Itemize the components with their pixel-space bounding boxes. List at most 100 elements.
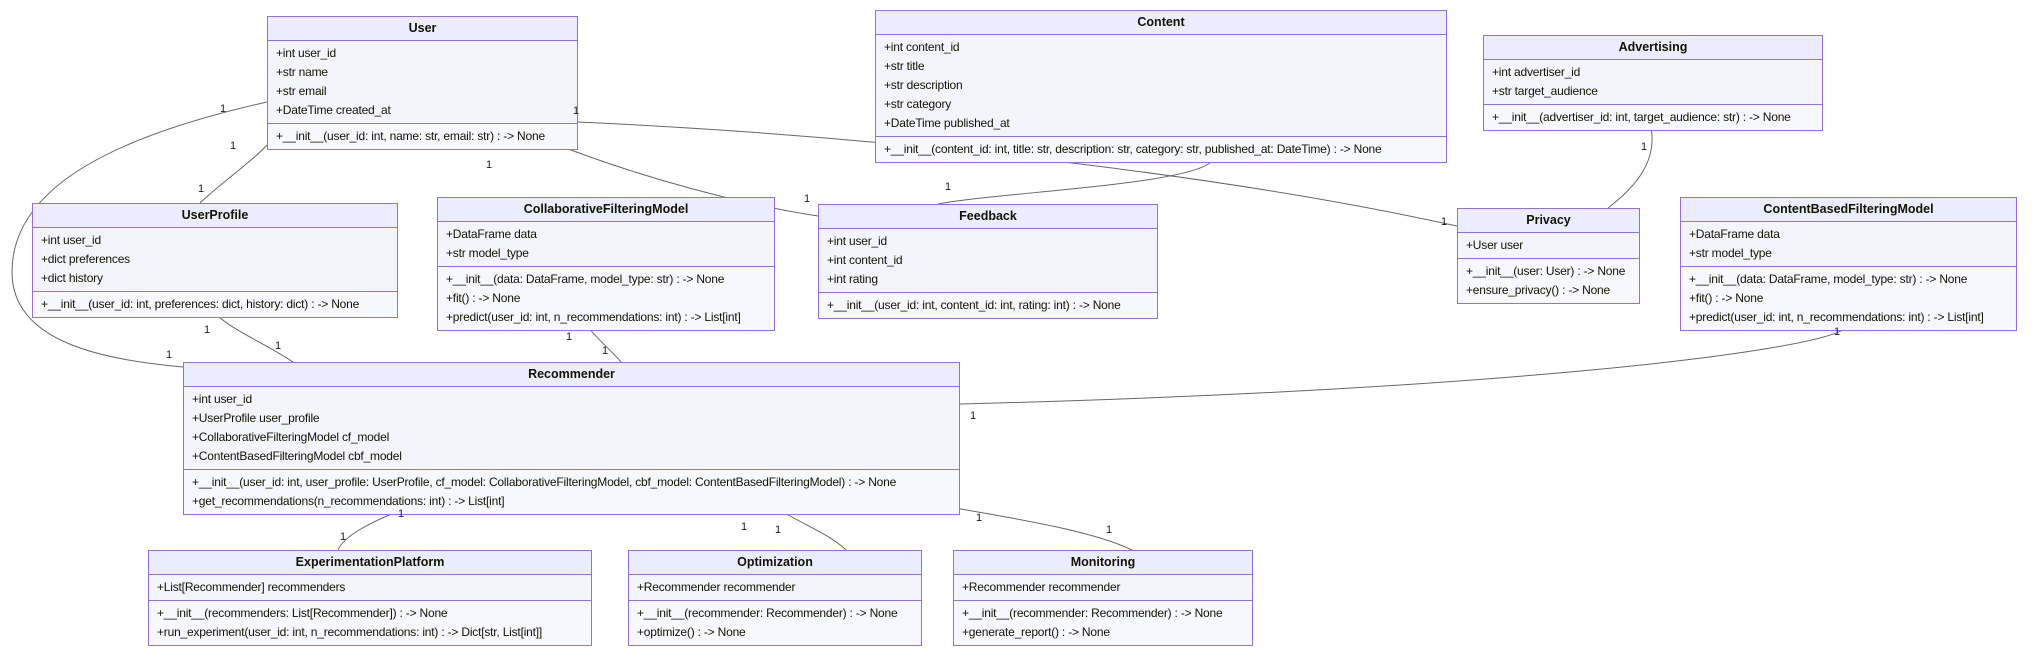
class-attribute-section: +int content_id +str title +str descriptio… — [876, 35, 1446, 137]
edge-User-UserProfile — [199, 139, 273, 204]
class-method: +__init__(content_id: int, title: str, d… — [884, 142, 1382, 156]
class-method-section: +__init__(recommenders: List[Recommender… — [149, 601, 591, 645]
class-attribute: +str name — [276, 65, 328, 79]
class-title: Feedback — [819, 205, 1157, 229]
multiplicity-label: 1 — [1834, 326, 1841, 338]
class-attribute: +User user — [1466, 238, 1524, 252]
class-method: +__init__(data: DataFrame, model_type: s… — [446, 272, 725, 286]
class-attribute: +DateTime published_at — [884, 116, 1010, 130]
edge-Recommender-Optimization — [782, 511, 847, 551]
edge-UserProfile-Recommender — [216, 314, 294, 363]
class-title: Advertising — [1484, 36, 1822, 60]
class-attribute-section: +Recommender recommender — [954, 575, 1252, 601]
class-attribute: +List[Recommender] recommenders — [157, 580, 346, 594]
multiplicity-label: 1 — [486, 159, 493, 171]
class-Recommender: Recommender+int user_id+UserProfile user… — [183, 362, 960, 515]
class-attribute: +str description — [884, 78, 963, 92]
class-method-section: +__init__(data: DataFrame, model_type: s… — [438, 267, 774, 330]
edge-User-Recommender — [11, 101, 268, 368]
multiplicity-label: 1 — [275, 340, 282, 352]
multiplicity-label: 1 — [398, 508, 405, 520]
class-method-section: +__init__(recommender: Recommender) : ->… — [954, 601, 1252, 645]
edge-Advertising-Privacy — [1607, 126, 1653, 209]
class-attribute-section: +int advertiser_id +str target_audience — [1484, 60, 1822, 105]
class-attribute: +int content_id — [884, 40, 960, 54]
class-method-section: +__init__(user: User) : -> None+ensure_p… — [1458, 259, 1639, 303]
class-title: CollaborativeFilteringModel — [438, 198, 774, 222]
class-attribute: +Recommender recommender — [962, 580, 1121, 594]
multiplicity-label: 1 — [945, 181, 952, 193]
class-title: ExperimentationPlatform — [149, 551, 591, 575]
class-method-section: +__init__(user_id: int, user_profile: Us… — [184, 470, 959, 514]
multiplicity-label: 1 — [970, 410, 977, 422]
class-attribute: +int content_id — [827, 253, 903, 267]
class-attribute: +str title — [884, 59, 925, 73]
class-method: +optimize() : -> None — [637, 625, 746, 639]
class-title: User — [268, 17, 577, 41]
multiplicity-label: 1 — [1441, 216, 1448, 228]
multiplicity-label: 1 — [566, 331, 573, 343]
class-method: +__init__(data: DataFrame, model_type: s… — [1689, 272, 1968, 286]
class-attribute-section: +int user_id+dict preferences+dict histo… — [33, 228, 397, 292]
class-attribute: +int user_id — [192, 392, 252, 406]
class-ExperimentationPlatform: ExperimentationPlatform +List[Recommender… — [148, 550, 592, 646]
multiplicity-label: 1 — [741, 521, 748, 533]
class-method: +__init__(user_id: int, user_profile: Us… — [192, 475, 897, 489]
class-attribute-section: +User user — [1458, 233, 1639, 259]
multiplicity-label: 1 — [804, 193, 811, 205]
class-method: +__init__(user_id: int, name: str, email… — [276, 129, 545, 143]
multiplicity-label: 1 — [198, 183, 205, 195]
class-Optimization: Optimization +Recommender recommender +__i… — [628, 550, 922, 646]
class-method: +__init__(user_id: int, preferences: dic… — [41, 297, 360, 311]
class-title: ContentBasedFilteringModel — [1681, 198, 2016, 222]
class-Privacy: Privacy +User user +__init__(user: User) :… — [1457, 208, 1640, 304]
class-method-section: +__init__(user_id: int, preferences: dic… — [33, 292, 397, 317]
class-attribute: +str target_audience — [1492, 84, 1598, 98]
class-User: User+int user_id+str name+str email+Date… — [267, 16, 578, 150]
class-attribute-section: +DataFrame data+str model_type — [1681, 222, 2016, 267]
multiplicity-label: 1 — [220, 103, 227, 115]
class-attribute: +int advertiser_id — [1492, 65, 1581, 79]
class-attribute: +dict history — [41, 271, 103, 285]
class-attribute: +dict preferences — [41, 252, 130, 266]
multiplicity-label: 1 — [976, 512, 983, 524]
class-method: +ensure_privacy() : -> None — [1466, 283, 1611, 297]
class-attribute: +Recommender recommender — [637, 580, 796, 594]
class-method: +__init__(recommender: Recommender) : ->… — [962, 606, 1223, 620]
edge-Recommender-ExperimentationPlatform — [337, 511, 397, 551]
edge-Recommender-Monitoring — [954, 507, 1133, 551]
class-method-section: +__init__(content_id: int, title: str, d… — [876, 137, 1446, 162]
class-method: +__init__(recommender: Recommender) : ->… — [637, 606, 898, 620]
class-attribute: +int user_id — [827, 234, 887, 248]
class-method: +fit() : -> None — [446, 291, 521, 305]
class-attribute-section: +int user_id+UserProfile user_profile+Co… — [184, 387, 959, 470]
class-method: +__init__(advertiser_id: int, target_aud… — [1492, 110, 1791, 124]
class-attribute: +DateTime created_at — [276, 103, 391, 117]
class-method: +fit() : -> None — [1689, 291, 1764, 305]
class-attribute: +str model_type — [1689, 246, 1772, 260]
class-method-section: +__init__(advertiser_id: int, target_aud… — [1484, 105, 1822, 130]
class-attribute-section: +int user_id+int content_id+int rating — [819, 229, 1157, 293]
class-attribute: +CollaborativeFilteringModel cf_model — [192, 430, 390, 444]
class-Feedback: Feedback+int user_id+int content_id+int … — [818, 204, 1158, 319]
class-attribute-section: +Recommender recommender — [629, 575, 921, 601]
class-attribute: +DataFrame data — [446, 227, 537, 241]
class-Content: Content+int content_id+str title+str des… — [875, 10, 1447, 163]
multiplicity-label: 1 — [775, 524, 782, 536]
class-CollaborativeFilteringModel: CollaborativeFilteringModel+DataFrame da… — [437, 197, 775, 331]
class-method: +predict(user_id: int, n_recommendations… — [446, 310, 741, 324]
class-attribute-section: +DataFrame data+str model_type — [438, 222, 774, 267]
class-attribute: +int user_id — [276, 46, 336, 60]
class-method: +get_recommendations(n_recommendations: … — [192, 494, 505, 508]
multiplicity-label: 1 — [1106, 524, 1113, 536]
class-Advertising: Advertising +int advertiser_id +str target… — [1483, 35, 1823, 131]
multiplicity-label: 1 — [166, 349, 173, 361]
class-attribute-section: +List[Recommender] recommenders — [149, 575, 591, 601]
class-title: Optimization — [629, 551, 921, 575]
class-Monitoring: Monitoring+Recommender recommender+__ini… — [953, 550, 1253, 646]
multiplicity-label: 1 — [204, 324, 211, 336]
multiplicity-label: 1 — [602, 345, 609, 357]
class-title: Privacy — [1458, 209, 1639, 233]
